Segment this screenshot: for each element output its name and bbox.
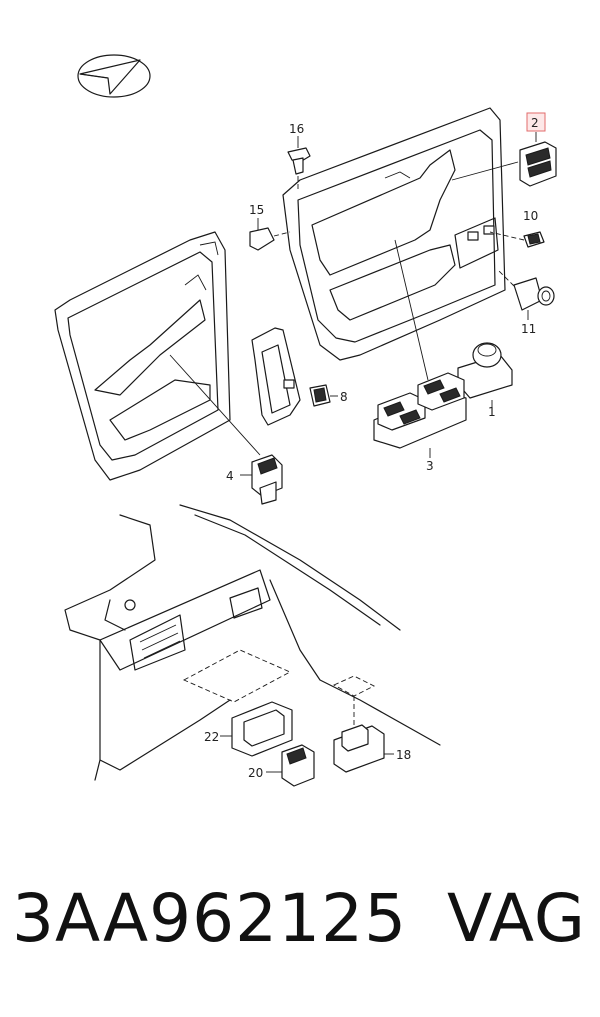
callout-11: 11 [521,322,536,336]
switch-part-2 [451,132,557,187]
rear-door-trim-panel [54,231,231,481]
knob-part-11 [497,269,555,320]
exploded-parts-diagram: 2 16 15 10 11 8 1 3 4 22 20 18 [54,54,557,787]
callout-15: 15 [249,203,264,217]
clip-part-16 [287,136,311,192]
small-switch-part-10 [489,231,545,248]
switch-part-18 [333,724,394,773]
callout-18: 18 [396,748,411,762]
front-door-trim-panel [282,107,506,361]
orientation-arrow-icon [77,54,151,98]
callout-10: 10 [523,209,538,223]
callout-20: 20 [248,766,263,780]
brand-label: VAG [446,880,586,957]
callout-3: 3 [426,459,434,473]
holder-part-15 [249,218,291,251]
callout-22: 22 [204,730,219,744]
mirror-switch-part-1 [457,342,513,412]
bezel-part-22 [220,701,293,757]
part-number: 3AA962125 [12,880,408,957]
callout-16: 16 [289,122,304,136]
rear-switch-part-4 [169,354,283,505]
callout-1: 1 [488,405,496,419]
button-part-8 [309,384,338,407]
pillar-trim-panel [251,327,301,426]
callout-2: 2 [531,116,539,130]
footer: 3AA962125 VAG [0,880,600,990]
callout-8: 8 [340,390,348,404]
callout-highlight-box [526,112,546,132]
lower-dashboard-console [64,504,441,781]
switch-part-20 [266,744,315,787]
window-switch-block-part-3 [373,239,467,458]
callout-4: 4 [226,469,234,483]
